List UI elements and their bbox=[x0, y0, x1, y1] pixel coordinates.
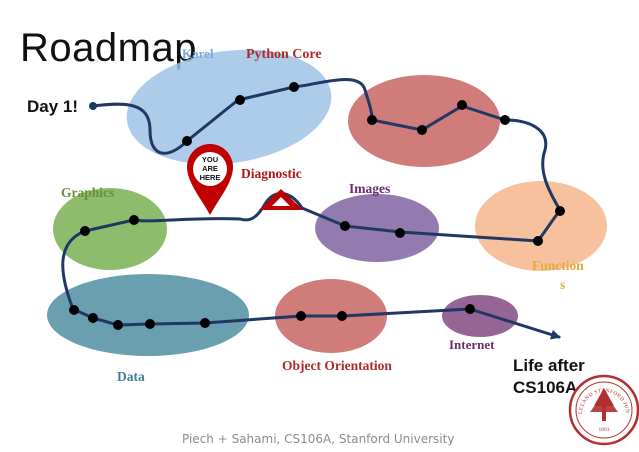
internet-region bbox=[442, 295, 518, 337]
end-label-line2: CS106A bbox=[513, 378, 577, 397]
milestone-dot bbox=[533, 236, 543, 246]
milestone-dot bbox=[145, 319, 155, 329]
functions-region bbox=[475, 181, 607, 271]
you-are-here-pin-icon: YOU ARE HERE bbox=[187, 144, 233, 215]
milestone-dot bbox=[337, 311, 347, 321]
milestone-dot bbox=[340, 221, 350, 231]
diagnostic-label: Diagnostic bbox=[241, 166, 302, 181]
internet-label: Internet bbox=[449, 337, 495, 352]
milestone-dot bbox=[129, 215, 139, 225]
milestone-dot bbox=[457, 100, 467, 110]
footer-text: Piech + Sahami, CS106A, Stanford Univers… bbox=[182, 432, 454, 446]
graphics-label: Graphics bbox=[61, 185, 114, 200]
graphics-region bbox=[53, 188, 167, 270]
milestone-dot bbox=[555, 206, 565, 216]
milestone-dot bbox=[113, 320, 123, 330]
milestone-dot bbox=[80, 226, 90, 236]
marker-line3: HERE bbox=[200, 173, 221, 182]
milestone-dot bbox=[200, 318, 210, 328]
data-region bbox=[47, 274, 249, 356]
marker-line2: ARE bbox=[202, 164, 218, 173]
milestone-dot bbox=[395, 228, 405, 238]
object-orientation-label: Object Orientation bbox=[282, 358, 392, 373]
milestone-dot bbox=[182, 136, 192, 146]
diagnostic-triangle-inner bbox=[272, 197, 290, 206]
start-label: Day 1! bbox=[27, 97, 78, 116]
slide-title: Roadmap bbox=[20, 26, 197, 70]
milestone-dot bbox=[465, 304, 475, 314]
milestone-dot bbox=[296, 311, 306, 321]
functions-label-line1: Function bbox=[532, 258, 584, 273]
python-core-region bbox=[348, 75, 500, 167]
milestone-dot bbox=[69, 305, 79, 315]
milestone-dot bbox=[235, 95, 245, 105]
milestone-dot bbox=[417, 125, 427, 135]
data-label: Data bbox=[117, 369, 145, 384]
functions-label-line2: s bbox=[560, 277, 565, 292]
milestone-dot bbox=[289, 82, 299, 92]
milestone-dot bbox=[367, 115, 377, 125]
seal-year: 1891 bbox=[599, 427, 610, 433]
python-core-label: Python Core bbox=[246, 47, 322, 62]
start-dot bbox=[89, 102, 97, 110]
end-label-line1: Life after bbox=[513, 356, 585, 375]
images-label: Images bbox=[349, 181, 390, 196]
marker-line1: YOU bbox=[202, 155, 218, 164]
milestone-dot bbox=[500, 115, 510, 125]
karel-label: Karel bbox=[182, 46, 214, 61]
milestone-dot bbox=[88, 313, 98, 323]
